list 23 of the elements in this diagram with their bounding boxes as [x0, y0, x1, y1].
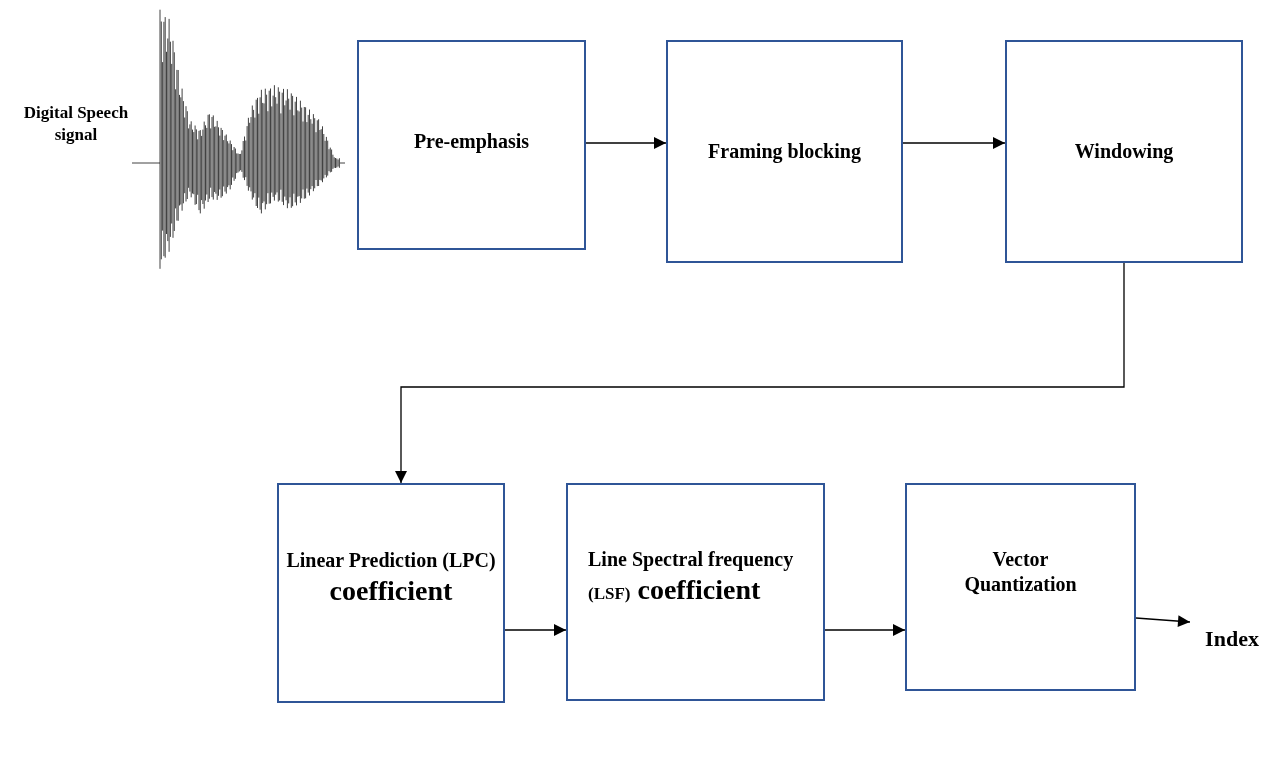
step-text: (LSF): [588, 584, 631, 603]
step-text: Windowing: [1074, 140, 1174, 162]
arrow: [395, 262, 1125, 484]
process-box: [566, 483, 825, 701]
output-label: Index: [1194, 624, 1270, 654]
step-text: coefficient: [329, 575, 453, 606]
arrow: [824, 624, 906, 636]
step-text: Framing blocking: [708, 140, 861, 162]
process-box: [277, 483, 505, 703]
arrow: [902, 137, 1006, 149]
process-box: [666, 40, 903, 263]
process-box: [357, 40, 586, 250]
step-text: Pre-emphasis: [413, 129, 530, 152]
step-text: Linear Prediction (LPC): [286, 549, 496, 571]
step-text: Vector Quantization: [964, 548, 1077, 595]
arrow: [585, 137, 667, 149]
step-text: coefficient: [637, 574, 761, 605]
arrow: [1135, 615, 1191, 628]
step-text: Line Spectral frequency: [588, 548, 794, 570]
process-box: [905, 483, 1136, 691]
process-box: [1005, 40, 1243, 263]
signal-label: Digital Speech signal: [22, 102, 130, 147]
arrow: [504, 624, 567, 636]
